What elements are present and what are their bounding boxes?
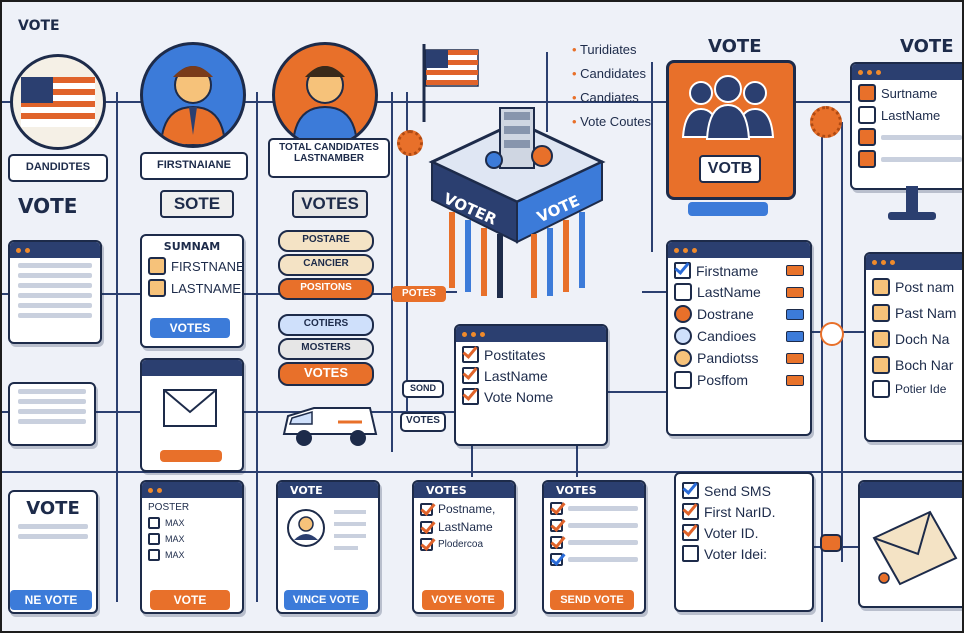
votes-names-title: VOTES: [426, 483, 467, 497]
send-votes-title: VOTES: [556, 483, 597, 497]
delivery-van-icon: [282, 407, 378, 446]
sms-row-2: First NarID.: [704, 503, 776, 520]
details-row-4: Candioes: [697, 328, 757, 344]
legend-item-4: Vote Coutes: [580, 114, 651, 129]
details-row-6: Posffom: [697, 372, 749, 388]
heading-vote: VOTE: [18, 18, 60, 34]
mail-window: [140, 358, 244, 472]
list-window: [8, 382, 96, 446]
panel-row-firstname: FIRSTNANE: [171, 258, 244, 274]
envelope-open-icon: [872, 510, 958, 586]
details-row-3: Dostrane: [697, 306, 754, 322]
votes-label: VOTES: [292, 190, 368, 218]
voter-row-2: Past Nam: [895, 305, 957, 321]
gear-icon-2: [810, 106, 842, 138]
vote-card-button[interactable]: [688, 202, 768, 216]
envelope-window: [858, 480, 962, 608]
send-sms-window: Send SMS First NarID. Voter ID. Voter Id…: [674, 472, 814, 612]
send-vote-button[interactable]: SEND VOTE: [550, 590, 634, 610]
sms-row-4: Voter Idei:: [704, 545, 768, 562]
send-tag: SOND: [402, 380, 444, 398]
monitor-stand-icon: [888, 186, 936, 220]
voter-row-1: Post nam: [895, 279, 955, 295]
database-stack-1: POSTARE CANCIER POSITONS: [278, 230, 374, 300]
votes-row-2: LastName: [438, 520, 493, 534]
sote-label: SOTE: [160, 190, 234, 218]
stack-mosters: MOSTERS: [278, 338, 374, 360]
voter-row-3: Doch Na: [895, 331, 950, 347]
summary-panel-title: SUMNAM: [163, 240, 221, 253]
votes-row-1: Postname,: [438, 502, 496, 516]
vote-card: VOTB: [666, 60, 796, 200]
legend-item-1: Turidiates: [579, 42, 637, 57]
positions-row-3: Vote Nome: [484, 388, 554, 405]
voting-server-icon: [428, 107, 606, 298]
envelope-icon: [163, 389, 217, 427]
sms-row-1: Send SMS: [704, 482, 771, 499]
stack-cancier: CANCIER: [278, 254, 374, 276]
votes-button[interactable]: VOTES: [150, 318, 230, 338]
us-flag-icon: [422, 44, 479, 122]
candidate-avatar-icon: [140, 42, 246, 148]
votes-tag: VOTES: [400, 412, 446, 432]
votes-row-3: Plodercoa: [438, 539, 484, 550]
positions-row-1: Postitates: [484, 346, 546, 363]
legend: • Turidiates • Candidates • Candiates • …: [572, 42, 651, 129]
firstname-label: FIRSTNAIANE: [140, 152, 248, 180]
vote-header: VOTE: [708, 36, 762, 57]
details-row-2: LastName: [697, 284, 761, 300]
stack-cotiers: COTIERS: [278, 314, 374, 336]
stack-votes: VOTES: [278, 362, 374, 386]
max-row-2: MAX: [165, 534, 185, 544]
monitor-window: Surtname LastName: [850, 62, 962, 190]
details-row-1: Firstname: [696, 262, 759, 279]
candidate-list-window: [8, 240, 102, 344]
vote-badge: VOTB: [699, 155, 761, 183]
positions-row-2: LastName: [484, 367, 548, 384]
poster-row: POSTER: [148, 502, 190, 513]
vote-header-2: VOTE: [900, 36, 954, 57]
vote-window-title: VOTE: [26, 498, 80, 519]
candidates-label: DANDIDTES: [8, 154, 108, 182]
candidate-details-window: Firstname LastName Dostrane Candioes Pan…: [666, 240, 812, 436]
connector-node: [820, 322, 844, 346]
total-candidates-label: TOTAL CANDIDATES LASTNAMBER: [268, 138, 390, 178]
connector-node-2: [820, 534, 842, 552]
candidate-avatar-2-icon: [272, 42, 378, 148]
sms-row-3: Voter ID.: [704, 524, 759, 541]
max-row-3: MAX: [165, 550, 185, 560]
details-row-5: Pandiotss: [697, 350, 759, 366]
legend-item-3: Candiates: [580, 90, 639, 105]
voye-vote-button[interactable]: VOYE VOTE: [422, 590, 504, 610]
vince-vote-button[interactable]: VINCE VOTE: [284, 590, 368, 610]
voter-row-4: Boch Nar: [895, 357, 954, 373]
user-avatar-icon: [287, 509, 366, 550]
vote-label: VOTE: [18, 194, 78, 218]
monitor-row-2: LastName: [881, 107, 941, 123]
voter-row-5: Potier Ide: [895, 382, 947, 396]
ne-vote-button[interactable]: NE VOTE: [10, 590, 92, 610]
total-candidates-line2: LASTNAMBER: [294, 153, 364, 164]
flag-circle-icon: [10, 54, 106, 150]
total-candidates-line1: TOTAL CANDIDATES: [279, 142, 379, 153]
candidate-positions-window: Postitates LastName Vote Nome: [454, 324, 608, 446]
monitor-row-1: Surtname: [881, 85, 938, 101]
stack-positons: POSITONS: [278, 278, 374, 300]
vote-button[interactable]: VOTE: [150, 590, 230, 610]
max-row-1: MAX: [165, 518, 185, 528]
legend-item-2: Candidates: [580, 66, 646, 81]
vote-profile-title: VOTE: [290, 483, 323, 497]
gear-icon: [397, 130, 423, 156]
database-stack-2: COTIERS MOSTERS VOTES: [278, 314, 374, 386]
voter-list-window: Post nam Past Nam Doch Na Boch Nar Potie…: [864, 252, 962, 442]
stack-postare: POSTARE: [278, 230, 374, 252]
potes-tag: POTES: [392, 286, 446, 302]
panel-row-lastname: LASTNAME: [171, 280, 242, 296]
group-users-icon: [681, 75, 775, 140]
